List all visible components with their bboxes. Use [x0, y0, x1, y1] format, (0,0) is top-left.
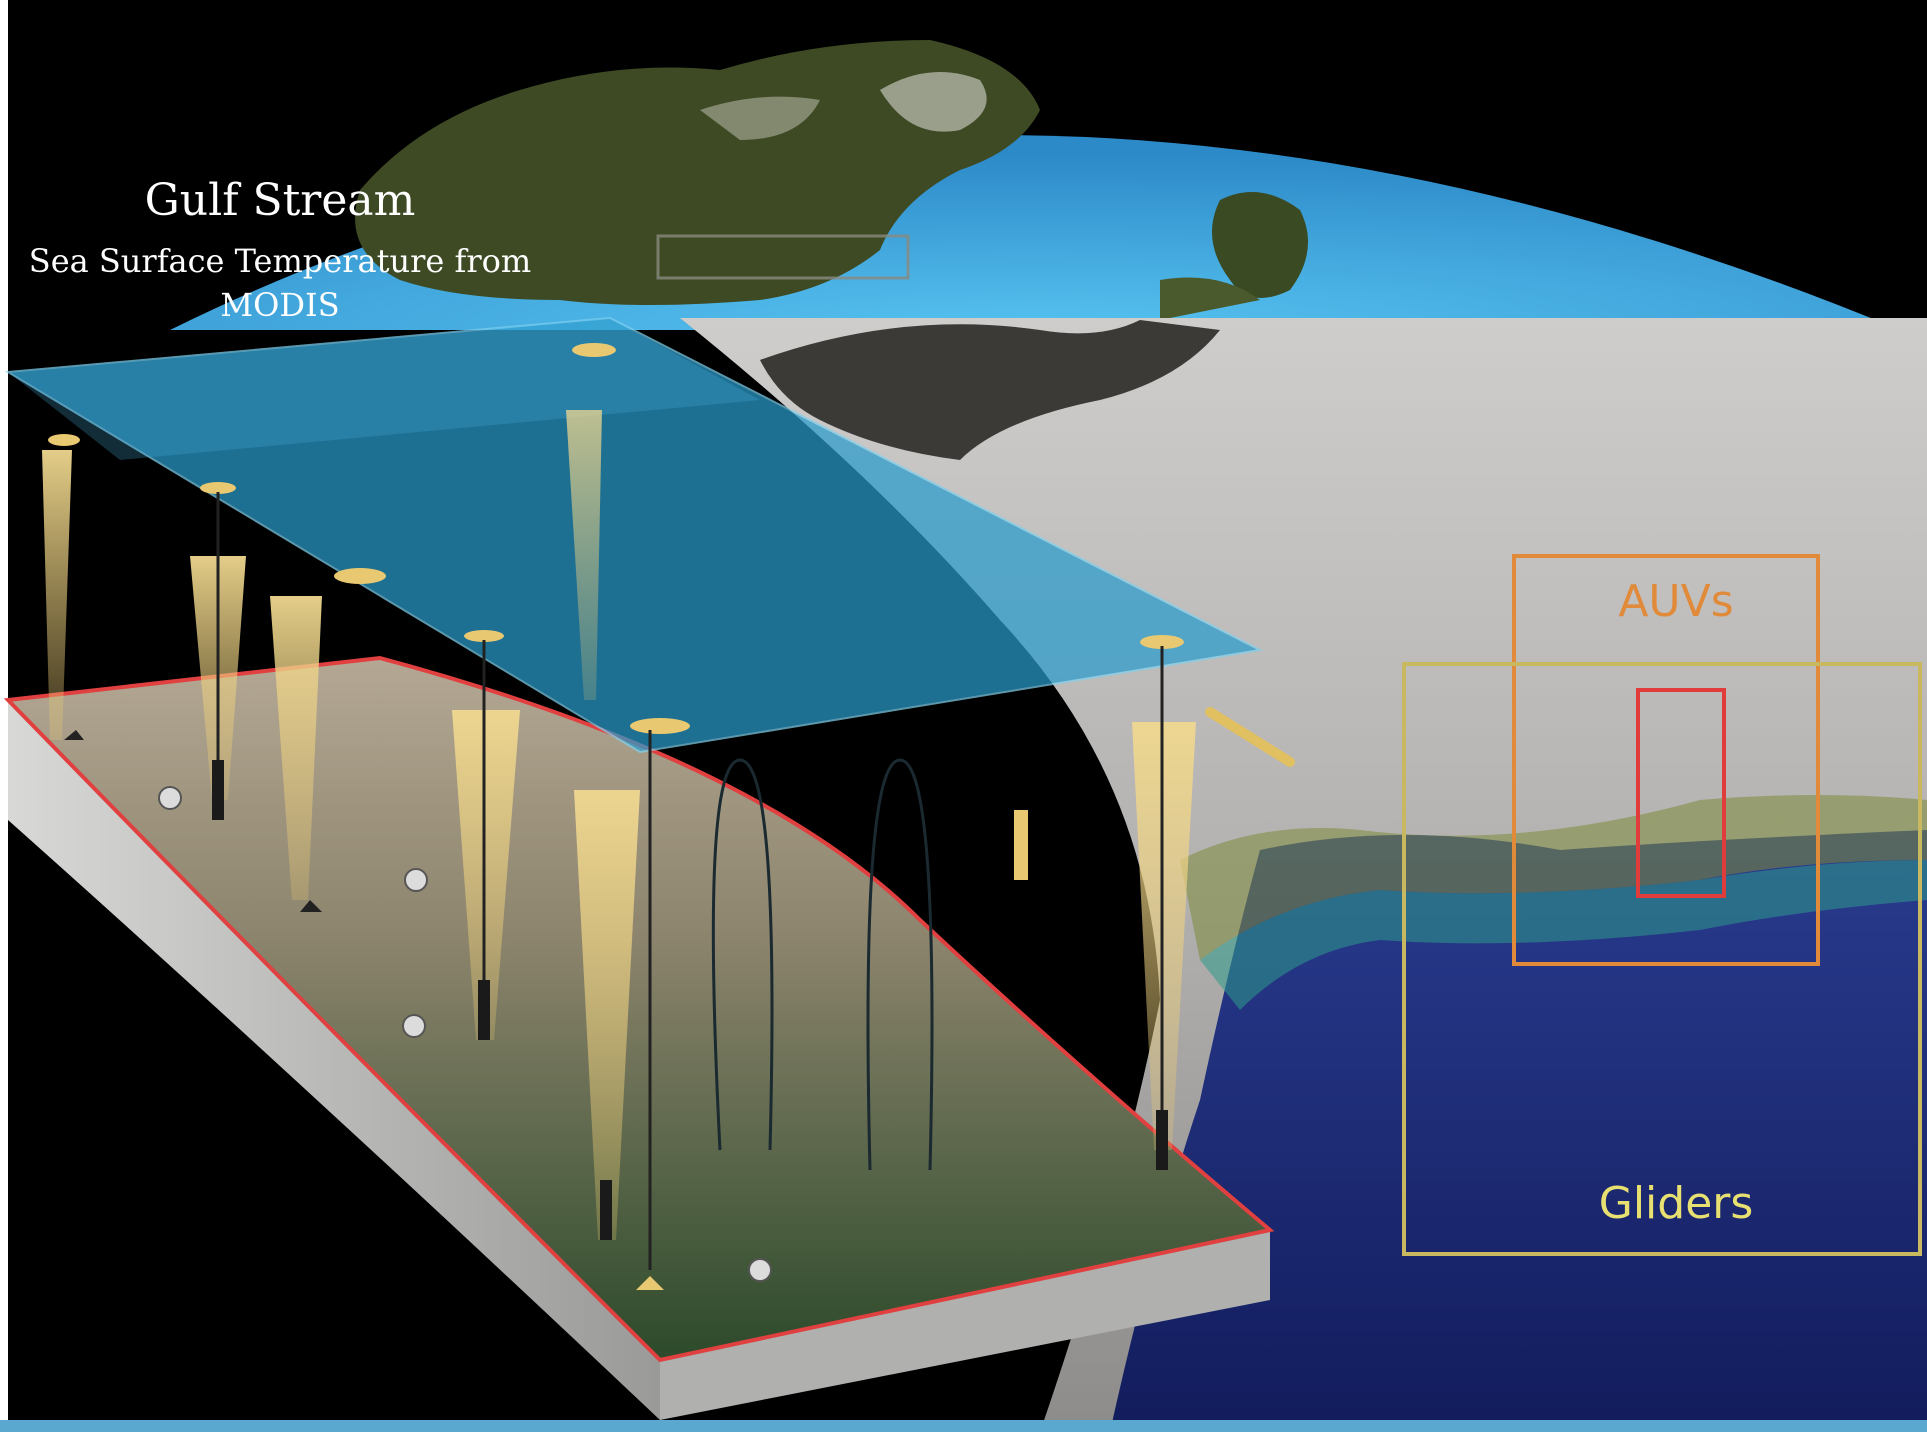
mooring-beam	[42, 434, 80, 740]
mooring-buoy-icon	[334, 568, 386, 584]
land-mass-mainland	[355, 40, 1040, 305]
globe	[170, 40, 1900, 330]
mooring-buoy-icon	[200, 482, 236, 494]
gliders-region-box	[1402, 662, 1922, 1256]
auv-icon	[478, 980, 490, 1040]
auv-icon	[212, 760, 224, 820]
figure-subtitle-line-2: MODIS	[220, 286, 339, 324]
slab-side-face	[8, 700, 660, 1420]
auv-icon	[1156, 1110, 1168, 1170]
snow-patch	[700, 96, 820, 140]
instruments	[42, 343, 1295, 1290]
numbered-marker-icon	[158, 786, 182, 810]
slope-band	[1180, 795, 1927, 960]
tripod-icon	[64, 730, 664, 1290]
mooring-beam	[574, 718, 690, 1270]
bottom-strip	[0, 1420, 1927, 1432]
mooring-beam	[452, 630, 520, 1040]
slope-band	[1200, 860, 1927, 1010]
sst-surface-highlight	[8, 318, 760, 460]
slab-front-face	[660, 1230, 1270, 1420]
shelf-slab	[3, 655, 1275, 1420]
sst-surface-plane	[4, 316, 1264, 754]
mooring-buoy-icon	[1140, 635, 1184, 649]
numbered-marker-icon	[404, 868, 428, 892]
glider-icon	[1205, 707, 1295, 767]
land-mass-cape-breton	[1160, 277, 1260, 320]
focus-region-box	[1636, 688, 1726, 898]
snow-patch	[880, 72, 987, 132]
mooring-beam	[1132, 635, 1196, 1170]
figure-subtitle-line-1: Sea Surface Temperature from	[29, 242, 531, 280]
auvs-label: AUVs	[1618, 576, 1733, 627]
mooring-beam	[190, 482, 246, 820]
region-marker-box	[656, 234, 910, 280]
mooring-buoy-icon	[48, 434, 80, 446]
auvs-region-box	[1512, 554, 1820, 966]
slab-top-surface	[8, 658, 1270, 1360]
numbered-marker-icon	[402, 1014, 426, 1038]
glider-icon	[1014, 810, 1028, 880]
land-mass-newfoundland	[1212, 192, 1308, 298]
deep-ocean	[1110, 830, 1927, 1432]
mooring-buoy-icon	[572, 343, 616, 357]
numbered-marker-icon	[748, 1258, 772, 1282]
auv-icon	[600, 1180, 612, 1240]
dark-landmass-ridge	[760, 320, 1220, 460]
mooring-beam	[270, 568, 386, 900]
figure-title: Gulf Stream	[145, 175, 416, 226]
gliders-label: Gliders	[1599, 1178, 1754, 1229]
slab-outline	[3, 655, 1275, 1363]
mooring-beam	[566, 343, 616, 700]
glider-track	[711, 758, 934, 1171]
mooring-buoy-icon	[630, 718, 690, 734]
mooring-buoy-icon	[464, 630, 504, 642]
left-border	[0, 0, 8, 1432]
